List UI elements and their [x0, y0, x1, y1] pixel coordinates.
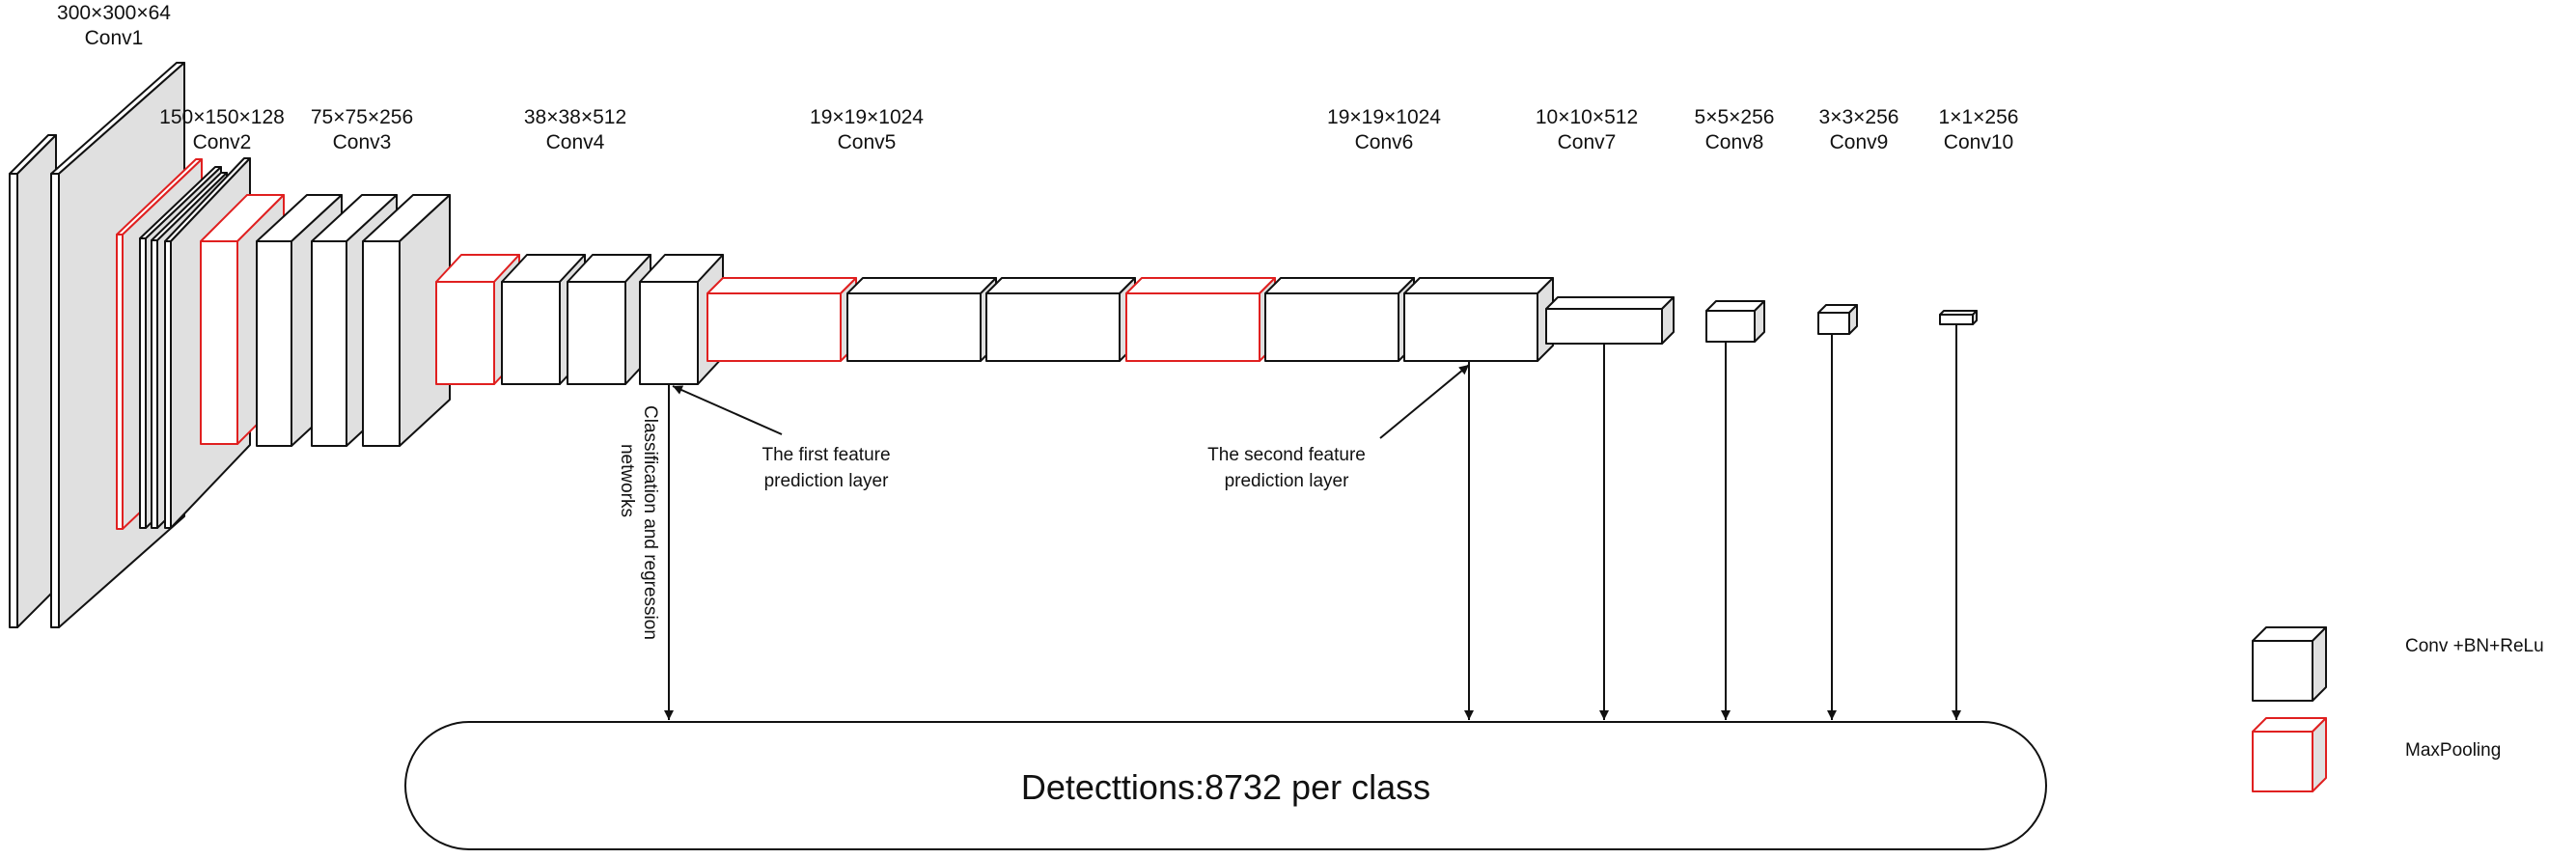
conv5-block-1-front — [846, 292, 982, 362]
arrow-second-feature-pointer — [1379, 364, 1470, 439]
conv6-block-1-front — [1264, 292, 1399, 362]
conv4-block-2 — [567, 254, 651, 385]
conv2-slab-3-front — [164, 240, 172, 529]
conv5-block-1-top — [846, 277, 997, 294]
conv6-block-1 — [1264, 277, 1415, 362]
conv7-block-top — [1545, 296, 1675, 310]
conv9-name: Conv9 — [1830, 131, 1889, 153]
conv8-block — [1705, 300, 1765, 343]
conv3-name: Conv3 — [333, 131, 392, 153]
conv6-name: Conv6 — [1355, 131, 1414, 153]
conv2-slab-1-front — [139, 237, 147, 529]
conv-block-icon-side — [2312, 626, 2327, 702]
conv5-pool-block-2 — [1125, 277, 1276, 362]
conv10-name: Conv10 — [1944, 131, 2013, 153]
conv2-name: Conv2 — [193, 131, 252, 153]
conv5-dims: 19×19×1024 — [810, 106, 924, 128]
conv2-pool-slab-front — [116, 234, 124, 530]
conv1-dims: 300×300×64 — [57, 2, 171, 24]
conv6-block-2-front — [1403, 292, 1538, 362]
conv7-block — [1545, 296, 1675, 345]
conv7-block-front — [1545, 308, 1663, 345]
conv3-dims: 75×75×256 — [311, 106, 413, 128]
conv4-pool-block — [435, 254, 520, 385]
conv-block-icon — [2252, 626, 2327, 702]
conv-block-icon-front — [2252, 640, 2313, 702]
conv10-block — [1939, 310, 1978, 325]
detections-box — [404, 721, 2047, 850]
conv10-dims: 1×1×256 — [1939, 106, 2019, 128]
conv3-block-1-front — [256, 240, 292, 447]
second-feature-line2: prediction layer — [1225, 471, 1350, 491]
conv3-block-2-front — [311, 240, 347, 447]
side-text-line1: Classification and regression — [640, 405, 660, 640]
conv4-block-1-front — [501, 281, 561, 385]
conv4-block-2-front — [567, 281, 626, 385]
conv9-block-front — [1817, 312, 1850, 335]
conv8-block-front — [1705, 310, 1756, 343]
side-text-line2: networks — [617, 444, 637, 517]
arrow-first-feature-pointer — [672, 385, 783, 435]
conv5-pool-block-top — [706, 277, 857, 294]
first-feature-line2: prediction layer — [764, 471, 890, 491]
conv5-block-2-top — [985, 277, 1136, 294]
maxpool-block-icon — [2252, 717, 2327, 792]
first-feature-line1: The first feature — [762, 445, 890, 465]
conv7-name: Conv7 — [1558, 131, 1617, 153]
conv9-block — [1817, 304, 1858, 335]
conv10-block-front — [1939, 314, 1974, 325]
conv1-slab-1-front — [9, 173, 18, 628]
maxpool-block-icon-front — [2252, 731, 2313, 792]
conv5-block-2 — [985, 277, 1136, 362]
conv2-dims: 150×150×128 — [159, 106, 285, 128]
conv5-pool-block-2-top — [1125, 277, 1276, 294]
conv4-pool-block-front — [435, 281, 495, 385]
conv5-block-1 — [846, 277, 997, 362]
conv6-block-2-top — [1403, 277, 1554, 294]
conv5-name: Conv5 — [838, 131, 897, 153]
conv2-slab-2-front — [151, 239, 158, 529]
conv6-dims: 19×19×1024 — [1327, 106, 1441, 128]
legend: Conv +BN+ReLu MaxPooling — [2252, 626, 2544, 792]
conv5-pool-block-front — [706, 292, 842, 362]
conv5-block-2-front — [985, 292, 1121, 362]
conv5-pool-block — [706, 277, 857, 362]
conv6-block-2 — [1403, 277, 1554, 362]
layer-labels: 300×300×64 Conv1 150×150×128 Conv2 75×75… — [57, 2, 2018, 153]
conv3-block-3-front — [362, 240, 401, 447]
conv5-pool-block-2-front — [1125, 292, 1260, 362]
conv2-pool-block-front — [200, 240, 238, 445]
layer-blocks — [9, 62, 1978, 628]
conv8-name: Conv8 — [1705, 131, 1764, 153]
conv4-dims: 38×38×512 — [524, 106, 626, 128]
conv9-dims: 3×3×256 — [1819, 106, 1899, 128]
conv4-name: Conv4 — [546, 131, 605, 153]
conv1-slab-2-front — [50, 173, 60, 628]
prediction-arrows — [664, 324, 1961, 720]
conv1-slab-1 — [9, 134, 57, 628]
second-feature-line1: The second feature — [1207, 445, 1366, 465]
feature-annotations: The first feature prediction layer The s… — [762, 445, 1365, 491]
maxpool-block-icon-side — [2312, 717, 2327, 792]
conv7-dims: 10×10×512 — [1536, 106, 1638, 128]
conv4-block-3-front — [639, 281, 699, 385]
detections-label: Detecttions:8732 per class — [1021, 767, 1430, 807]
conv1-name: Conv1 — [85, 27, 144, 49]
legend-pool-label: MaxPooling — [2405, 740, 2501, 761]
side-text: Classification and regression networks — [617, 405, 660, 640]
legend-conv-label: Conv +BN+ReLu — [2405, 636, 2544, 656]
conv8-dims: 5×5×256 — [1695, 106, 1775, 128]
conv6-block-1-top — [1264, 277, 1415, 294]
